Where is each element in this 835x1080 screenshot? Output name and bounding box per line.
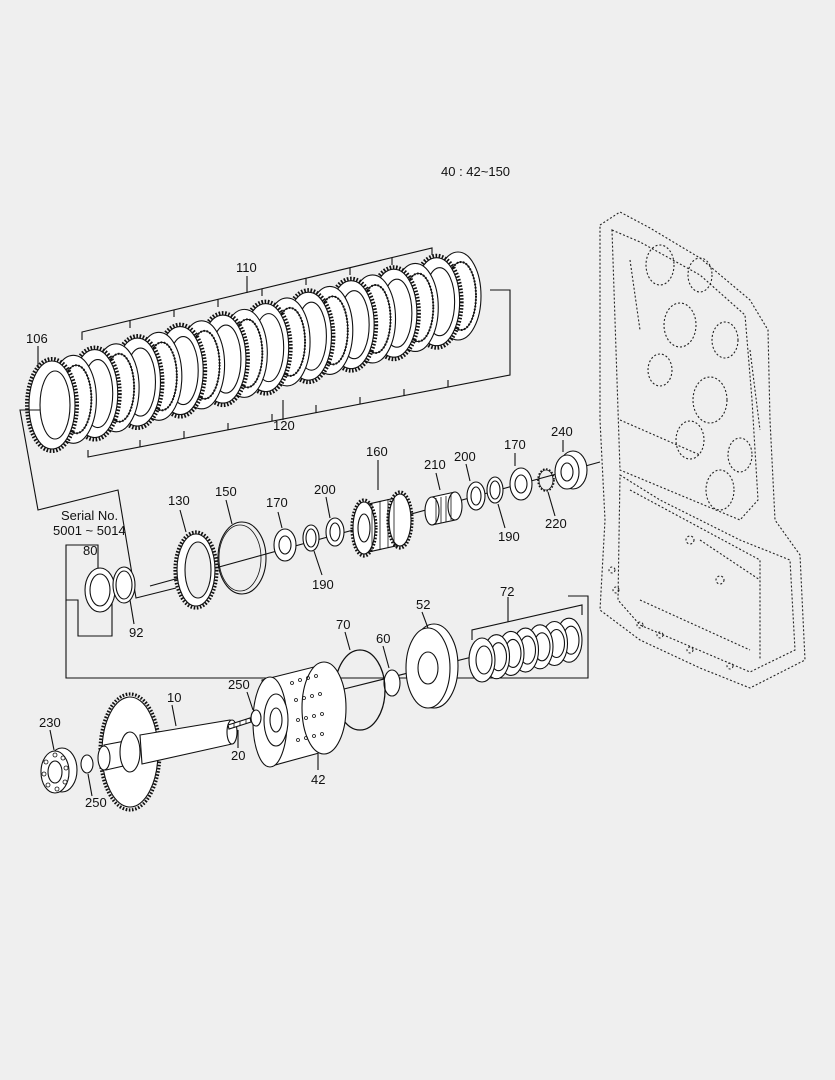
callout-150: 150 <box>215 484 237 499</box>
callout-200-lower: 200 <box>314 482 336 497</box>
transmission-housing <box>599 211 806 689</box>
callout-110: 110 <box>236 260 257 275</box>
callout-labels: 106 110 120 160 210 200 170 240 190 220 … <box>26 260 573 810</box>
callout-250-lower: 250 <box>85 795 107 810</box>
callout-42: 42 <box>311 772 325 787</box>
diagram-title: 40 : 42~150 <box>441 164 510 179</box>
serial-range: 5001 ~ 5014 <box>53 523 126 538</box>
callout-250-upper: 250 <box>228 677 250 692</box>
callout-20: 20 <box>231 748 245 763</box>
callout-170-lower: 170 <box>266 495 288 510</box>
callout-130: 130 <box>168 493 190 508</box>
callout-190-upper: 190 <box>498 529 520 544</box>
callout-120: 120 <box>273 418 295 433</box>
callout-60: 60 <box>376 631 390 646</box>
callout-220: 220 <box>545 516 567 531</box>
shaft-parts <box>173 450 588 610</box>
callout-72: 72 <box>500 584 514 599</box>
piston-parts <box>252 597 583 770</box>
callout-210: 210 <box>424 457 446 472</box>
callout-52: 52 <box>416 597 430 612</box>
clutch-pack <box>25 247 511 458</box>
callout-106: 106 <box>26 331 48 346</box>
callout-70: 70 <box>336 617 350 632</box>
callout-240: 240 <box>551 424 573 439</box>
callout-80: 80 <box>83 543 97 558</box>
callout-230: 230 <box>39 715 61 730</box>
callout-200-upper: 200 <box>454 449 476 464</box>
friction-disc <box>25 357 79 453</box>
serial-variant-group: Serial No. 5001 ~ 5014 <box>53 508 589 679</box>
callout-190-lower: 190 <box>312 577 334 592</box>
serial-label: Serial No. <box>61 508 118 523</box>
callout-160: 160 <box>366 444 388 459</box>
callout-170-upper: 170 <box>504 437 526 452</box>
disc-spring <box>468 637 496 683</box>
main-shaft <box>40 691 262 812</box>
callout-92: 92 <box>129 625 143 640</box>
callout-10: 10 <box>167 690 181 705</box>
